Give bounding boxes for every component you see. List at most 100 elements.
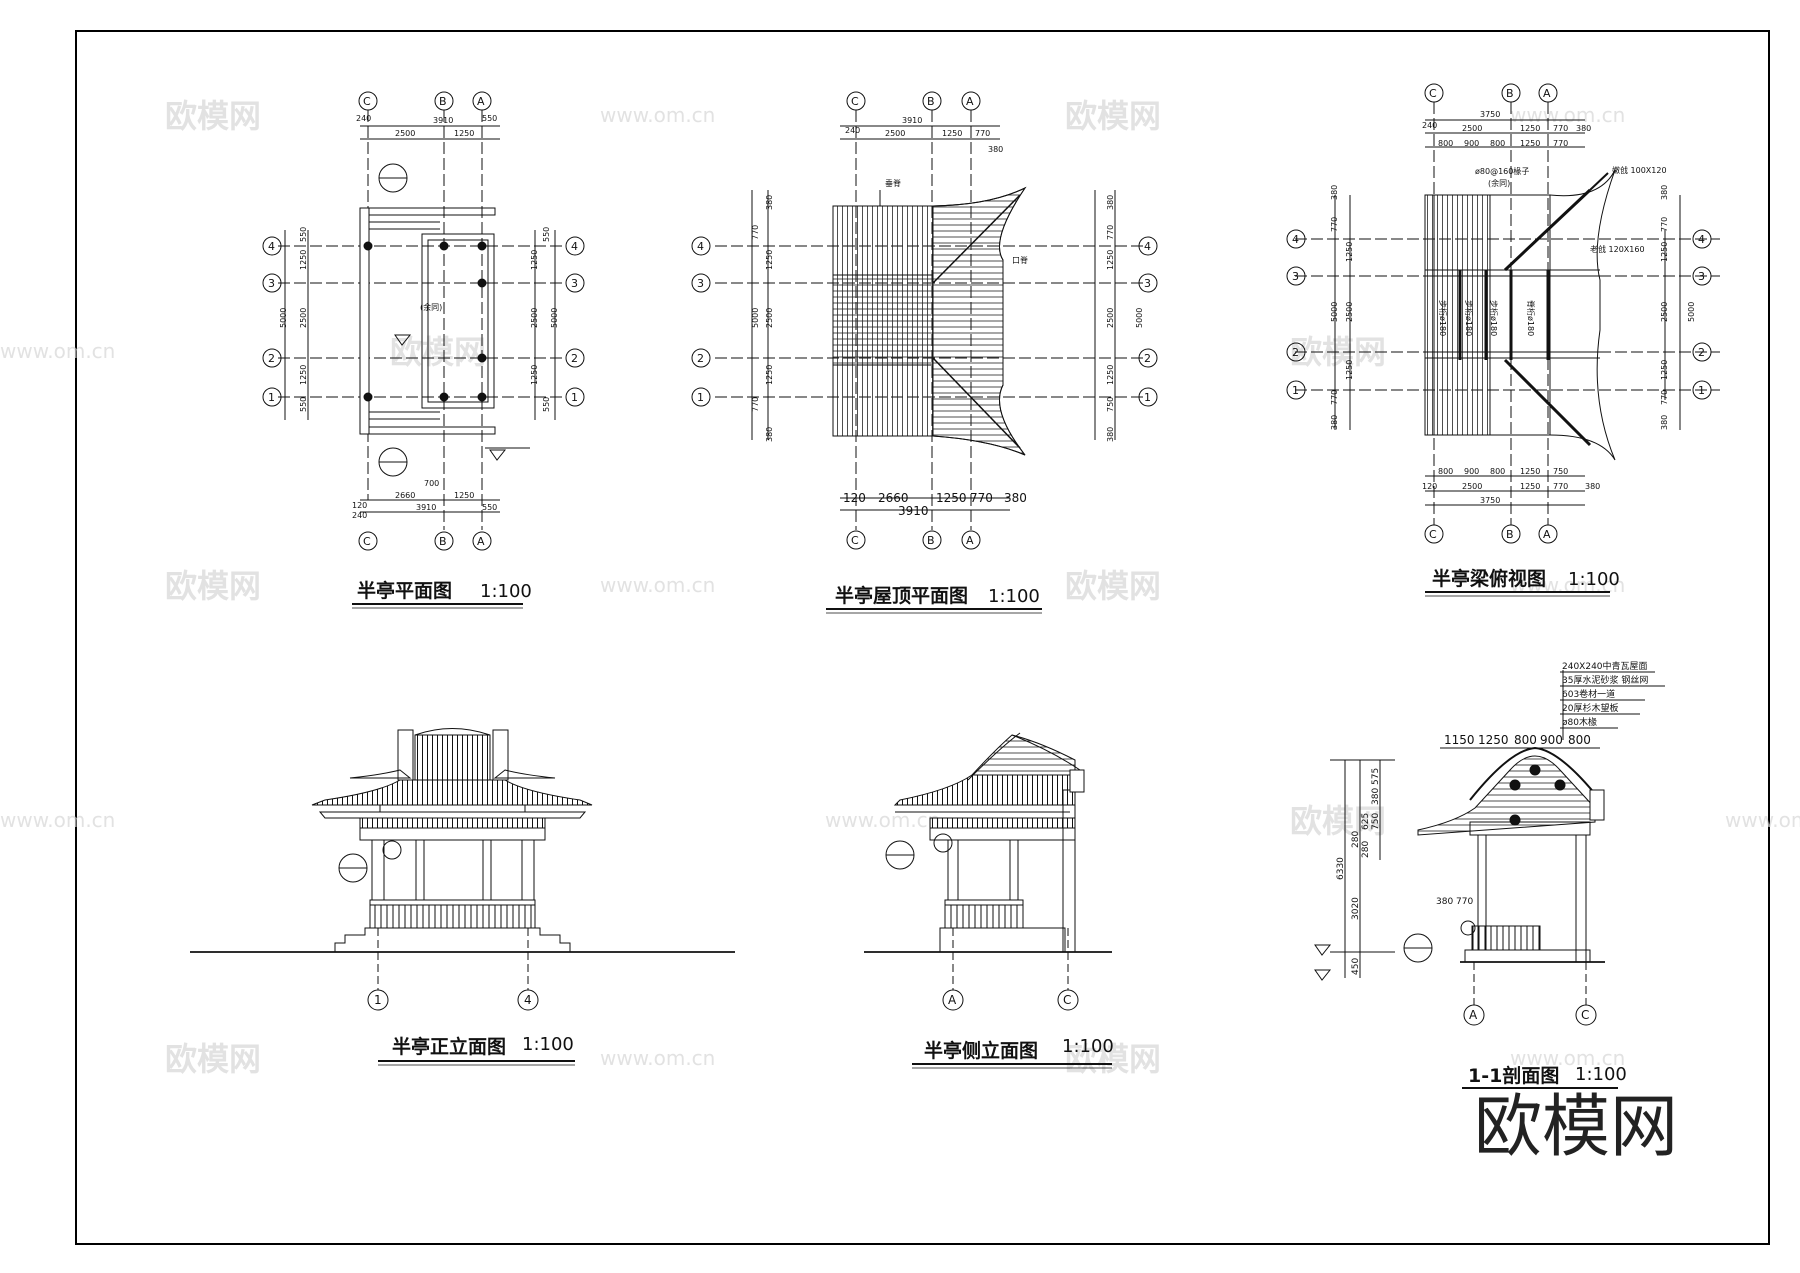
dim-label: 380 xyxy=(1004,491,1027,505)
dim-label: 5000 xyxy=(751,308,760,328)
dim-label: 1250 xyxy=(299,250,308,270)
dim-label: 3020 xyxy=(1351,897,1361,920)
dim-label: 1250 xyxy=(1660,242,1669,262)
axis-label: C xyxy=(851,534,859,547)
dim-label: 120 xyxy=(352,501,367,510)
axis-label: 1 xyxy=(374,993,382,1007)
axis-label: 3 xyxy=(1292,270,1299,283)
dim-label: 1250 xyxy=(454,491,474,500)
dim-label: 1250 xyxy=(1520,139,1540,148)
dim-label: 770 xyxy=(1553,139,1568,148)
dim-label: 450 xyxy=(1351,958,1361,975)
dim-label: 2500 xyxy=(1462,482,1482,491)
dim-label: 垂脊 xyxy=(885,178,901,188)
view-title: 半亭侧立面图 xyxy=(924,1039,1038,1062)
axis-label: C xyxy=(1581,1008,1589,1022)
plan-view xyxy=(262,91,585,551)
watermark-layer: 欧模网 www.om.cn 欧模网 www.om.cn www.om.cn 欧模… xyxy=(0,97,1800,1078)
dim-label: 120 xyxy=(1422,482,1437,491)
axis-label: 1 xyxy=(268,391,275,404)
dim-label: 5000 xyxy=(550,308,559,328)
dim-label: 380 xyxy=(765,195,774,210)
dim-label: 步桁ø180 xyxy=(1438,300,1448,336)
dim-label: 280 xyxy=(1351,831,1361,848)
dim-label: 770 xyxy=(1660,217,1669,232)
plan-title: 半亭平面图 1:100 xyxy=(352,579,532,609)
axis-label: B xyxy=(439,95,447,108)
dim-label: 625 xyxy=(1361,813,1371,830)
axis-label: 2 xyxy=(697,352,704,365)
axis-label: A xyxy=(477,535,485,548)
view-scale: 1:100 xyxy=(522,1034,574,1055)
dim-label: 5000 xyxy=(279,308,288,328)
dim-label: 1250 xyxy=(1520,482,1540,491)
axis-label: A xyxy=(948,993,957,1007)
axis-label: B xyxy=(927,95,935,108)
axis-label: A xyxy=(1543,528,1551,541)
dim-label: 240 xyxy=(356,114,371,123)
dim-label: 550 xyxy=(482,114,497,123)
dim-label: 脊桁ø180 xyxy=(1526,300,1536,336)
view-scale: 1:100 xyxy=(1575,1064,1627,1085)
section-note: 35厚水泥砂浆 钢丝网 xyxy=(1562,674,1648,686)
dim-label: 380 xyxy=(1106,427,1115,442)
watermark: 欧模网 xyxy=(165,97,261,135)
dim-label: 1250 xyxy=(1520,124,1540,133)
section-view xyxy=(1314,670,1665,1026)
dim-label: 2500 xyxy=(885,129,905,138)
dim-label: 770 xyxy=(751,225,760,240)
view-scale: 1:100 xyxy=(1568,569,1620,590)
dim-label: 770 xyxy=(751,397,760,412)
watermark: 欧模网 xyxy=(1065,1040,1161,1078)
watermark: 欧模网 xyxy=(1065,567,1161,605)
dim-label: 1250 xyxy=(942,129,962,138)
section-labels: 240X240中青瓦屋面 35厚水泥砂浆 钢丝网 603卷材一道 20厚杉木望板… xyxy=(1336,660,1648,1089)
axis-label: B xyxy=(1506,87,1514,100)
dim-label: 900 xyxy=(1464,139,1479,148)
dim-label: 800 xyxy=(1438,139,1453,148)
dim-label: 2660 xyxy=(878,491,909,505)
dim-label: 380 xyxy=(1330,415,1339,430)
axis-label: C xyxy=(1429,87,1437,100)
section-note: ø80木椽 xyxy=(1562,716,1597,728)
dim-label: 2660 xyxy=(395,491,415,500)
axis-label: C xyxy=(363,95,371,108)
axis-label: 3 xyxy=(571,277,578,290)
dim-label: 5000 xyxy=(1135,308,1144,328)
dim-label: 1250 xyxy=(1345,242,1354,262)
dim-label: 750 xyxy=(1371,813,1381,830)
watermark: www.om.cn xyxy=(1510,103,1625,127)
watermark: 欧模网 xyxy=(165,1040,261,1078)
dim-label: 120 xyxy=(843,491,866,505)
brand-mark: 欧模网 xyxy=(1474,1088,1678,1167)
view-title: 半亭正立面图 xyxy=(392,1035,506,1058)
view-title: 1-1剖面图 xyxy=(1468,1064,1559,1087)
dim-label: 280 xyxy=(1361,841,1371,858)
dim-label: 3910 xyxy=(902,116,922,125)
plan-labels: C B A C B A 4 3 2 1 4 3 2 1 240 3910 550… xyxy=(268,95,578,548)
dim-label: 2500 xyxy=(530,308,539,328)
view-title: 半亭梁俯视图 xyxy=(1432,567,1546,590)
dim-label: 1250 xyxy=(299,365,308,385)
beam-plan-title: 半亭梁俯视图 1:100 xyxy=(1425,567,1620,597)
watermark: www.om.cn xyxy=(600,1046,715,1070)
watermark: www.om.cn xyxy=(0,339,115,363)
dim-label: 1250 xyxy=(1660,360,1669,380)
dim-label: 900 xyxy=(1464,467,1479,476)
dim-label: (余同) xyxy=(1488,178,1510,188)
dim-label: 380 xyxy=(1660,415,1669,430)
axis-label: B xyxy=(1506,528,1514,541)
axis-label: 1 xyxy=(1698,384,1705,397)
dim-label: 1250 xyxy=(454,129,474,138)
axis-label: C xyxy=(1063,993,1071,1007)
side-elevation-view xyxy=(864,732,1112,1011)
axis-label: A xyxy=(1469,1008,1478,1022)
dim-label: 380 xyxy=(1576,124,1591,133)
dim-label: 380 xyxy=(1371,788,1381,805)
axis-label: 4 xyxy=(1698,233,1705,246)
axis-label: 2 xyxy=(1292,346,1299,359)
axis-label: 4 xyxy=(697,240,704,253)
dim-label: 800 xyxy=(1568,733,1591,747)
dim-label: 750 xyxy=(1106,397,1115,412)
